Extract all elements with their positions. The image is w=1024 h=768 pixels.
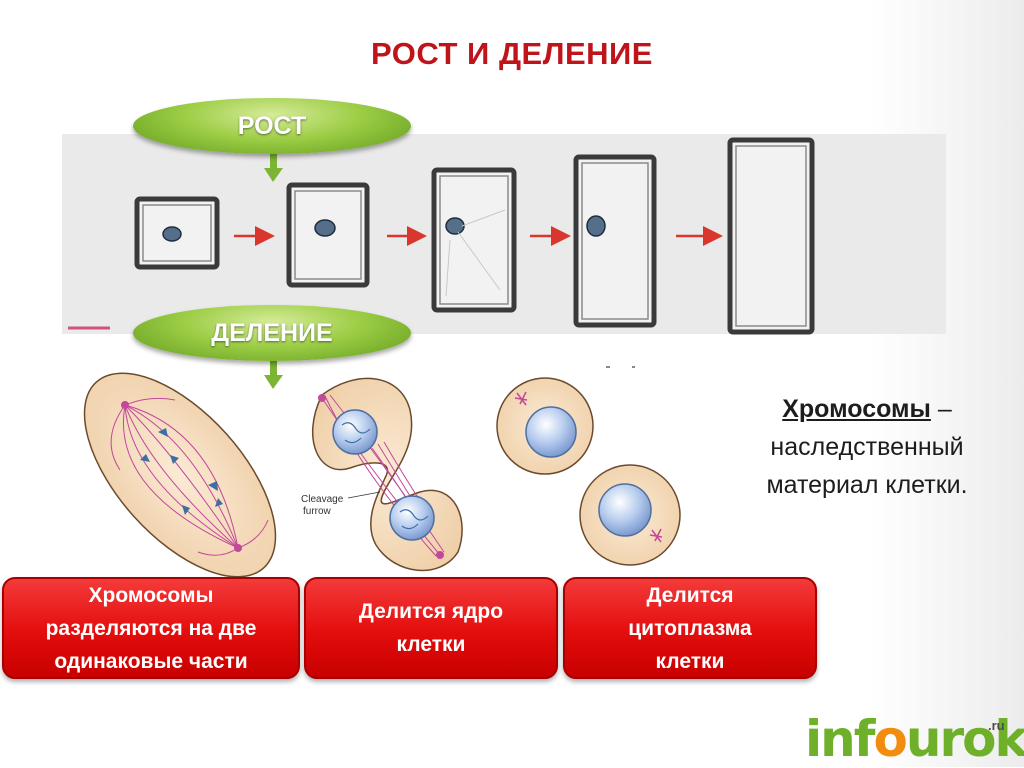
division-cell-telophase: Cleavage furrow bbox=[301, 378, 462, 570]
cleavage-label-2: furrow bbox=[303, 506, 332, 517]
growth-pointer-arrow bbox=[264, 151, 283, 182]
definition-line-1: наследственный bbox=[732, 428, 1002, 466]
division-pill: ДЕЛЕНИЕ bbox=[133, 305, 411, 361]
step-1-line-1: Хромосомы bbox=[46, 579, 257, 612]
daughter-cell-2 bbox=[580, 465, 680, 565]
step-box-cytoplasm: Делится цитоплазма клетки bbox=[563, 577, 817, 679]
growth-pill: РОСТ bbox=[133, 98, 411, 154]
growth-cell-3 bbox=[434, 170, 514, 310]
definition-dash: – bbox=[931, 395, 952, 423]
step-3-line-3: клетки bbox=[628, 645, 751, 678]
logo-domain-suffix: .ru bbox=[988, 718, 1005, 733]
growth-cell-1 bbox=[137, 199, 217, 267]
growth-cell-5 bbox=[730, 140, 812, 332]
definition-line-2: материал клетки. bbox=[732, 466, 1002, 504]
step-1-line-3: одинаковые части bbox=[46, 645, 257, 678]
step-box-chromosomes: Хромосомы разделяются на две одинаковые … bbox=[2, 577, 300, 679]
step-3-line-2: цитоплазма bbox=[628, 612, 751, 645]
chromosome-definition: Хромосомы – наследственный материал клет… bbox=[732, 390, 1002, 504]
step-1-line-2: разделяются на две bbox=[46, 612, 257, 645]
infourok-logo: infourok bbox=[805, 712, 1015, 766]
step-2-line-2: клетки bbox=[359, 628, 503, 661]
daughter-cell-1 bbox=[497, 378, 593, 474]
step-box-nucleus: Делится ядро клетки bbox=[304, 577, 558, 679]
figure-marks bbox=[606, 366, 635, 368]
growth-cell-2 bbox=[289, 185, 367, 285]
definition-term: Хромосомы bbox=[782, 395, 931, 423]
cleavage-label-1: Cleavage bbox=[301, 494, 344, 505]
step-2-line-1: Делится ядро bbox=[359, 595, 503, 628]
step-3-line-1: Делится bbox=[628, 579, 751, 612]
division-pointer-arrow bbox=[264, 358, 283, 389]
growth-cell-4 bbox=[576, 157, 654, 325]
